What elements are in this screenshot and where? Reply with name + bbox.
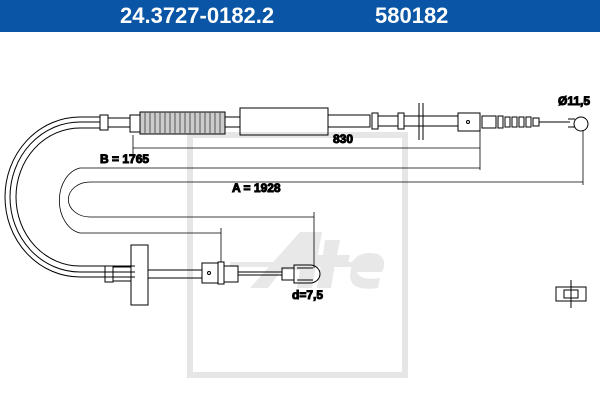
bottom-fittings [104, 244, 321, 306]
dimension-d-label: d=7,5 [292, 288, 323, 302]
cable-sheath [4, 116, 135, 278]
dimension-a-label: A = 1928 [232, 181, 281, 195]
part-number: 24.3727-0182.2 [120, 3, 275, 28]
dimension-b-label: B = 1765 [100, 152, 149, 166]
top-fittings [99, 103, 589, 140]
article-code: 580182 [375, 3, 449, 28]
ate-watermark [187, 132, 408, 378]
length-830-label: 830 [333, 132, 353, 146]
dimension-lines [58, 130, 584, 268]
bead-chain [497, 115, 570, 129]
cross-section-icon [555, 280, 587, 308]
ball-end [573, 116, 589, 132]
diameter-label: Ø11,5 [558, 94, 590, 108]
title-bar: 24.3727-0182.2 580182 [0, 0, 600, 32]
